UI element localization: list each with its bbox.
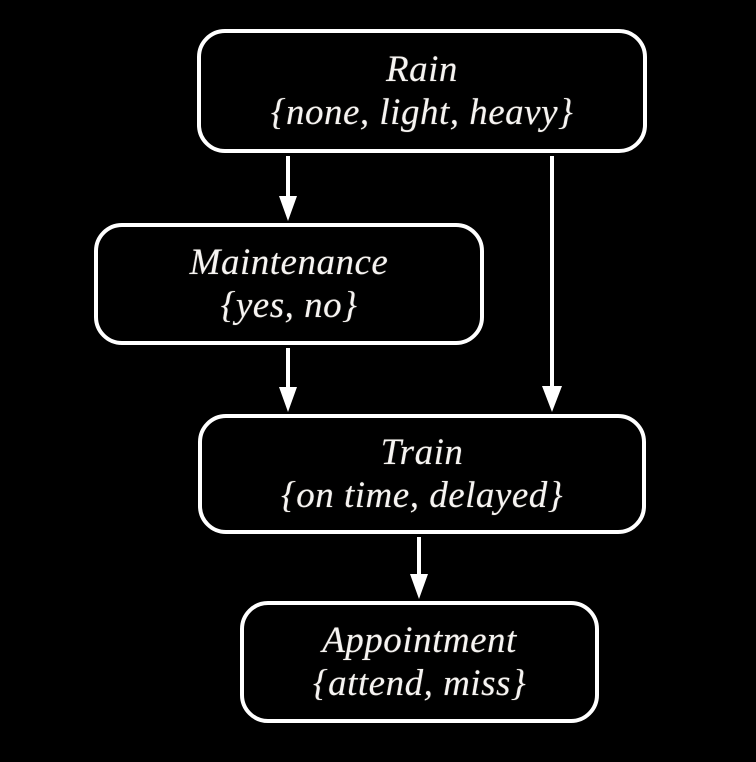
- edge-train-to-appointment: [410, 537, 428, 599]
- edge-rain-to-maintenance: [279, 156, 297, 221]
- node-maintenance-label: Maintenance: [189, 241, 389, 283]
- node-maintenance[interactable]: Maintenance {yes, no}: [94, 223, 484, 345]
- edge-maintenance-to-train: [279, 348, 297, 412]
- edge-rain-to-train: [542, 156, 562, 412]
- node-train-domain: {on time, delayed}: [280, 475, 564, 516]
- node-train[interactable]: Train {on time, delayed}: [198, 414, 646, 534]
- node-maintenance-domain: {yes, no}: [220, 285, 358, 326]
- node-rain[interactable]: Rain {none, light, heavy}: [197, 29, 647, 153]
- node-appointment[interactable]: Appointment {attend, miss}: [240, 601, 599, 723]
- node-appointment-label: Appointment: [322, 619, 517, 661]
- node-appointment-domain: {attend, miss}: [312, 663, 527, 704]
- node-rain-domain: {none, light, heavy}: [270, 92, 574, 133]
- node-train-label: Train: [380, 431, 464, 473]
- node-rain-label: Rain: [386, 48, 458, 90]
